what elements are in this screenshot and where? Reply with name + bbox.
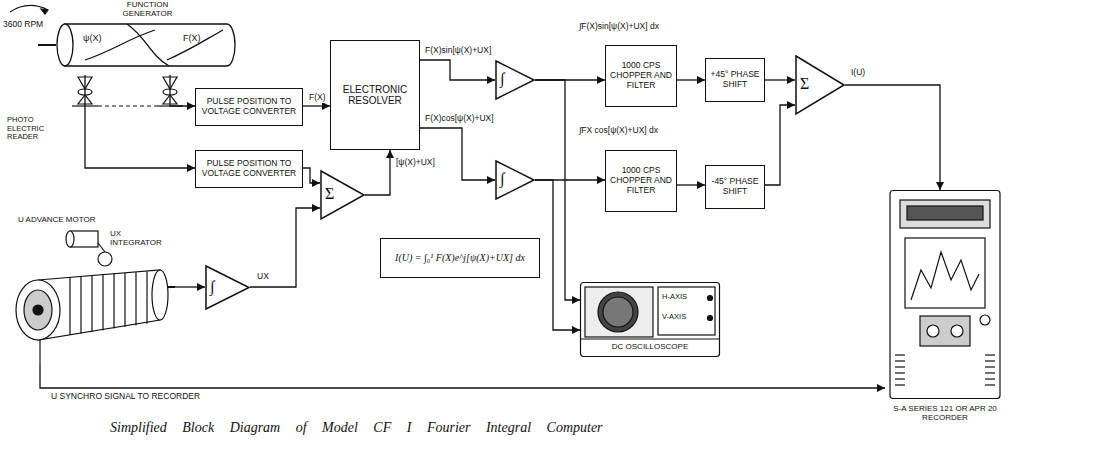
signal-line bbox=[845, 85, 940, 190]
signal-label: [ψ(X)+UX] bbox=[395, 158, 436, 168]
drum-shaft bbox=[38, 44, 56, 46]
amplifier-triangle bbox=[496, 161, 534, 199]
function-generator: FUNCTION GENERATOR ψ(X) F(X) bbox=[55, 0, 240, 75]
amplifier-triangle bbox=[321, 171, 364, 219]
integrator-amplifier: ∫ bbox=[205, 265, 250, 310]
recorder: S-A SERIES 121 OR APR 20 RECORDER bbox=[885, 190, 1005, 445]
signal-line bbox=[420, 128, 495, 180]
signal-line bbox=[365, 150, 390, 195]
phase-shift-box: +45° PHASE SHIFT bbox=[705, 58, 765, 102]
amplifier-symbol: Σ bbox=[325, 184, 334, 204]
equation-box: I(U) = ∫₀¹ F(X)e^j[ψ(X)+UX] dx bbox=[380, 238, 540, 278]
reader-label: PHOTO ELECTRIC READER bbox=[6, 116, 70, 142]
signal-line bbox=[535, 80, 580, 300]
node-text: 1000 CPS CHOPPER AND FILTER bbox=[610, 61, 672, 90]
signal-line bbox=[170, 75, 195, 106]
signal-line bbox=[175, 286, 205, 287]
photo-reader bbox=[72, 77, 183, 106]
signal-label: I(U) bbox=[850, 68, 866, 78]
amplifier-symbol: ∫ bbox=[500, 69, 504, 89]
signal-line bbox=[303, 168, 320, 183]
signal-line bbox=[85, 75, 195, 168]
node-text: S-A SERIES 121 OR APR 20 RECORDER bbox=[885, 404, 1005, 422]
node-text: I(U) = ∫₀¹ F(X)e^j[ψ(X)+UX] dx bbox=[395, 252, 525, 264]
chopper-box: 1000 CPS CHOPPER AND FILTER bbox=[605, 45, 677, 107]
amplifier-triangle bbox=[796, 56, 844, 114]
node-text: F(X) bbox=[183, 33, 223, 43]
signal-label: F(X)sin[ψ(X)+UX] bbox=[424, 46, 492, 56]
signal-label: UX bbox=[256, 272, 270, 282]
node-text: DC OSCILLOSCOPE bbox=[590, 342, 710, 351]
node-text: 1000 CPS CHOPPER AND FILTER bbox=[610, 166, 672, 195]
signal-line bbox=[677, 79, 705, 80]
node-text: -45° PHASE SHIFT bbox=[710, 177, 760, 197]
signal-label: U SYNCHRO SIGNAL TO RECORDER bbox=[50, 392, 201, 402]
amplifier-symbol: ∫ bbox=[500, 169, 504, 189]
converter-box: PULSE POSITION TO VOLTAGE CONVERTER bbox=[195, 88, 303, 126]
speed-label: 3600 RPM bbox=[2, 20, 44, 30]
signal-label: ∫F(X)sin[ψ(X)+UX] dx bbox=[578, 22, 660, 32]
signal-line bbox=[303, 105, 330, 106]
node-text: ELECTRONIC RESOLVER bbox=[335, 84, 415, 107]
drum-drawing bbox=[57, 24, 235, 66]
summing-amplifier: Σ bbox=[320, 170, 365, 220]
node-text: +45° PHASE SHIFT bbox=[710, 70, 760, 90]
amplifier-triangle bbox=[206, 266, 249, 309]
node-text: PULSE POSITION TO VOLTAGE CONVERTER bbox=[200, 97, 298, 117]
integrator-amplifier: ∫ bbox=[495, 60, 535, 100]
node-text: UX INTEGRATOR bbox=[110, 229, 170, 247]
phase-shift-box: -45° PHASE SHIFT bbox=[705, 165, 765, 209]
summing-amplifier: Σ bbox=[795, 55, 845, 115]
motor-drawing bbox=[16, 231, 175, 365]
recorder-drawing bbox=[890, 191, 1000, 399]
node-text: V-AXIS bbox=[662, 313, 707, 322]
oscilloscope-drawing bbox=[580, 283, 720, 357]
signal-line bbox=[677, 184, 705, 185]
figure-caption: Simplified Block Diagram of Model CF I F… bbox=[110, 420, 603, 436]
advance-motor: U ADVANCE MOTOR UX INTEGRATOR bbox=[10, 215, 175, 365]
oscilloscope: DC OSCILLOSCOPE H-AXIS V-AXIS bbox=[580, 282, 720, 357]
arrow-head bbox=[41, 9, 48, 14]
node-text: FUNCTION GENERATOR bbox=[110, 0, 185, 18]
chopper-box: 1000 CPS CHOPPER AND FILTER bbox=[605, 150, 677, 212]
signal-line bbox=[40, 365, 885, 388]
amplifier-symbol: Σ bbox=[800, 74, 809, 94]
integrator-amplifier: ∫ bbox=[495, 160, 535, 200]
signal-label: ∫FX cos[ψ(X)+UX] dx bbox=[578, 126, 659, 136]
signal-line bbox=[420, 60, 495, 80]
signal-label: F(X) bbox=[308, 93, 327, 103]
node-text: H-AXIS bbox=[662, 293, 707, 302]
signal-line bbox=[535, 180, 580, 330]
node-text: PULSE POSITION TO VOLTAGE CONVERTER bbox=[200, 159, 298, 179]
amplifier-triangle bbox=[496, 61, 534, 99]
amplifier-symbol: ∫ bbox=[210, 277, 214, 297]
signal-line bbox=[250, 208, 320, 287]
signal-line bbox=[765, 105, 795, 185]
signal-line bbox=[765, 79, 795, 80]
shape-outline bbox=[10, 215, 175, 365]
converter-box: PULSE POSITION TO VOLTAGE CONVERTER bbox=[195, 150, 303, 188]
node-text: U ADVANCE MOTOR bbox=[18, 215, 118, 224]
node-text: ψ(X) bbox=[83, 33, 123, 43]
resolver-box: ELECTRONIC RESOLVER bbox=[330, 40, 420, 150]
signal-label: F(X)cos[ψ(X)+UX] bbox=[424, 114, 495, 124]
